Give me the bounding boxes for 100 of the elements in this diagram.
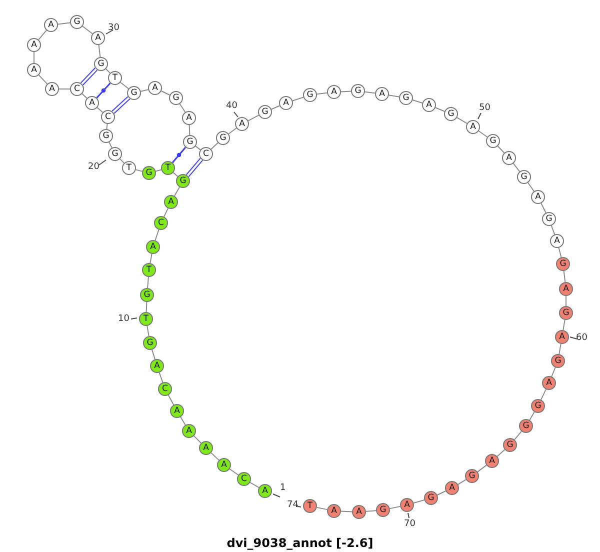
backbone-line <box>172 172 178 177</box>
backbone-line <box>528 182 534 192</box>
backbone-line <box>563 270 566 283</box>
base-pair-line <box>112 96 130 114</box>
backbone-line <box>120 82 129 90</box>
nucleotide-circle: A <box>550 234 564 248</box>
backbone-line <box>540 202 546 214</box>
nucleotide-circle: A <box>27 38 41 52</box>
backbone-line <box>147 276 149 289</box>
backbone-line <box>496 449 506 457</box>
nucleotide-circle: C <box>70 82 84 96</box>
base-pair-line <box>96 82 111 99</box>
nucleotide-circle: A <box>279 96 293 110</box>
backbone-line <box>82 93 88 99</box>
backbone-line <box>551 366 556 378</box>
nucleotide-circle: G <box>127 86 141 100</box>
position-number: 40 <box>226 101 238 111</box>
backbone-line <box>529 412 535 420</box>
backbone-line <box>146 325 150 337</box>
nucleotide-circle: G <box>542 212 556 226</box>
backbone-line <box>292 96 304 102</box>
nucleotide-circle: A <box>45 82 59 96</box>
nucleotide-circle: T <box>142 263 156 277</box>
backbone-line <box>558 247 562 258</box>
nucleotide-circle: G <box>169 91 183 105</box>
position-number: 74 <box>287 500 298 510</box>
nucleotide-circle: T <box>161 161 175 175</box>
backbone-line <box>228 128 237 134</box>
backbone-line <box>340 510 352 512</box>
nucleotide-circle: A <box>466 120 480 134</box>
backbone-line <box>57 22 71 25</box>
nucleotide-circle: G <box>531 399 545 413</box>
backbone-line <box>193 435 202 444</box>
backbone-line <box>146 302 148 312</box>
nucleotide-circle: A <box>44 18 58 32</box>
nucleotide-circle: A <box>217 458 231 472</box>
nucleotide-circle: G <box>424 491 438 505</box>
backbone-line <box>164 208 168 218</box>
nucleotide-circle: T <box>303 499 317 513</box>
backbone-line <box>340 90 352 92</box>
nucleotide-circle: A <box>150 359 164 373</box>
backbone-line <box>152 349 156 360</box>
backbone-line <box>436 490 446 496</box>
nucleotide-circle: G <box>559 306 573 320</box>
backbone-line <box>478 130 488 138</box>
nucleotide-circle: C <box>237 472 251 486</box>
position-number: 60 <box>576 333 588 343</box>
backbone-line <box>210 142 218 150</box>
backbone-line <box>96 107 104 113</box>
nucleotide-circle: T <box>122 161 136 175</box>
nucleotide-circle: A <box>542 376 556 390</box>
backbone-line <box>188 124 190 136</box>
backbone-line <box>497 146 505 154</box>
nucleotide-circle: A <box>170 404 184 418</box>
nucleotide-circle: G <box>142 166 156 180</box>
nucleotide-circle: G <box>465 469 479 483</box>
nucleotide-circle: A <box>258 484 272 498</box>
backbone-line <box>388 94 400 98</box>
nucleotide-circle: A <box>91 31 105 45</box>
backbone-line <box>477 464 487 472</box>
position-number: 70 <box>404 519 416 529</box>
backbone-line <box>316 92 328 95</box>
nucleotide-circle: G <box>503 438 517 452</box>
backbone-line <box>168 394 174 406</box>
backbone-line <box>434 107 446 112</box>
nucleotide-circle: A <box>502 151 516 165</box>
backbone-line <box>179 103 186 113</box>
backbone-line <box>550 225 556 235</box>
nucleotide-circle: A <box>327 504 341 518</box>
nucleotide-circle: G <box>108 147 122 161</box>
backbone-line <box>82 26 93 34</box>
nucleotide-circle: A <box>555 330 569 344</box>
position-number: 20 <box>88 162 100 172</box>
nucleotide-circle: A <box>559 282 573 296</box>
nucleotide-circle: G <box>556 257 570 271</box>
nucleotide-circle: C <box>158 382 172 396</box>
nucleotide-circle: A <box>327 85 341 99</box>
backbone-line <box>154 229 160 241</box>
nucleotide-circle: G <box>140 288 154 302</box>
nucleotide-circle: G <box>351 84 365 98</box>
nucleotide-circle: A <box>85 96 99 110</box>
nucleotide-circle: A <box>445 481 459 495</box>
backbone-line <box>105 68 111 74</box>
backbone-line <box>140 89 149 92</box>
nucleotide-circle: G <box>258 105 272 119</box>
nucleotide-circle: A <box>235 117 249 131</box>
backbone-line <box>512 163 520 172</box>
backbone-line <box>270 105 280 110</box>
nucleotide-circle: G <box>376 503 390 517</box>
nucleotide-circle: A <box>146 240 160 254</box>
backbone-line <box>158 372 164 383</box>
nucleotide-circle: G <box>444 107 458 121</box>
nucleotide-circle: G <box>519 419 533 433</box>
backbone-line <box>413 499 425 504</box>
backbone-line <box>562 319 566 331</box>
nucleotide-circle: A <box>400 498 414 512</box>
base-pair-line <box>80 68 98 86</box>
nucleotide-circle: A <box>375 87 389 101</box>
backbone-line <box>195 146 201 150</box>
nucleotide-circle: G <box>399 91 413 105</box>
